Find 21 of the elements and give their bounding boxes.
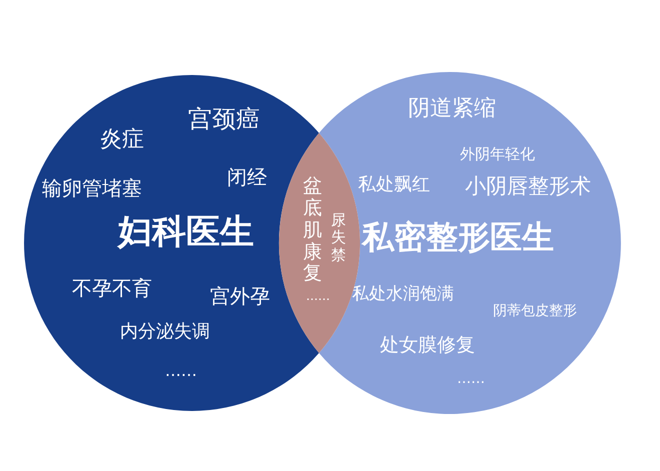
circle-heading: 私密整形医生 [362, 220, 554, 256]
topic-label: 外阴年轻化 [460, 146, 535, 162]
topic-label: 不孕不育 [72, 277, 152, 299]
topic-label: 阴道紧缩 [408, 97, 496, 122]
topic-label: 阴蒂包皮整形 [493, 304, 577, 320]
circle-heading: 妇科医生 [118, 214, 254, 252]
topic-label: 输卵管堵塞 [42, 177, 142, 199]
topic-label: 私处水润饱满 [352, 285, 454, 304]
ellipsis: …… [457, 372, 485, 388]
topic-label: 内分泌失调 [120, 322, 210, 342]
ellipsis: …… [306, 290, 330, 304]
topic-label: 宫外孕 [210, 285, 270, 307]
topic-label: 小阴唇整形术 [465, 175, 591, 198]
topic-label: 闭经 [227, 166, 267, 188]
topic-label: 尿失禁 [331, 212, 346, 264]
topic-label: 私处飘红 [358, 175, 430, 195]
topic-label: 宫颈癌 [188, 106, 260, 132]
ellipsis: …… [165, 362, 197, 380]
topic-label: 盆底肌康复 [303, 176, 322, 286]
topic-label: 处女膜修复 [380, 335, 475, 356]
topic-label: 炎症 [100, 128, 144, 152]
